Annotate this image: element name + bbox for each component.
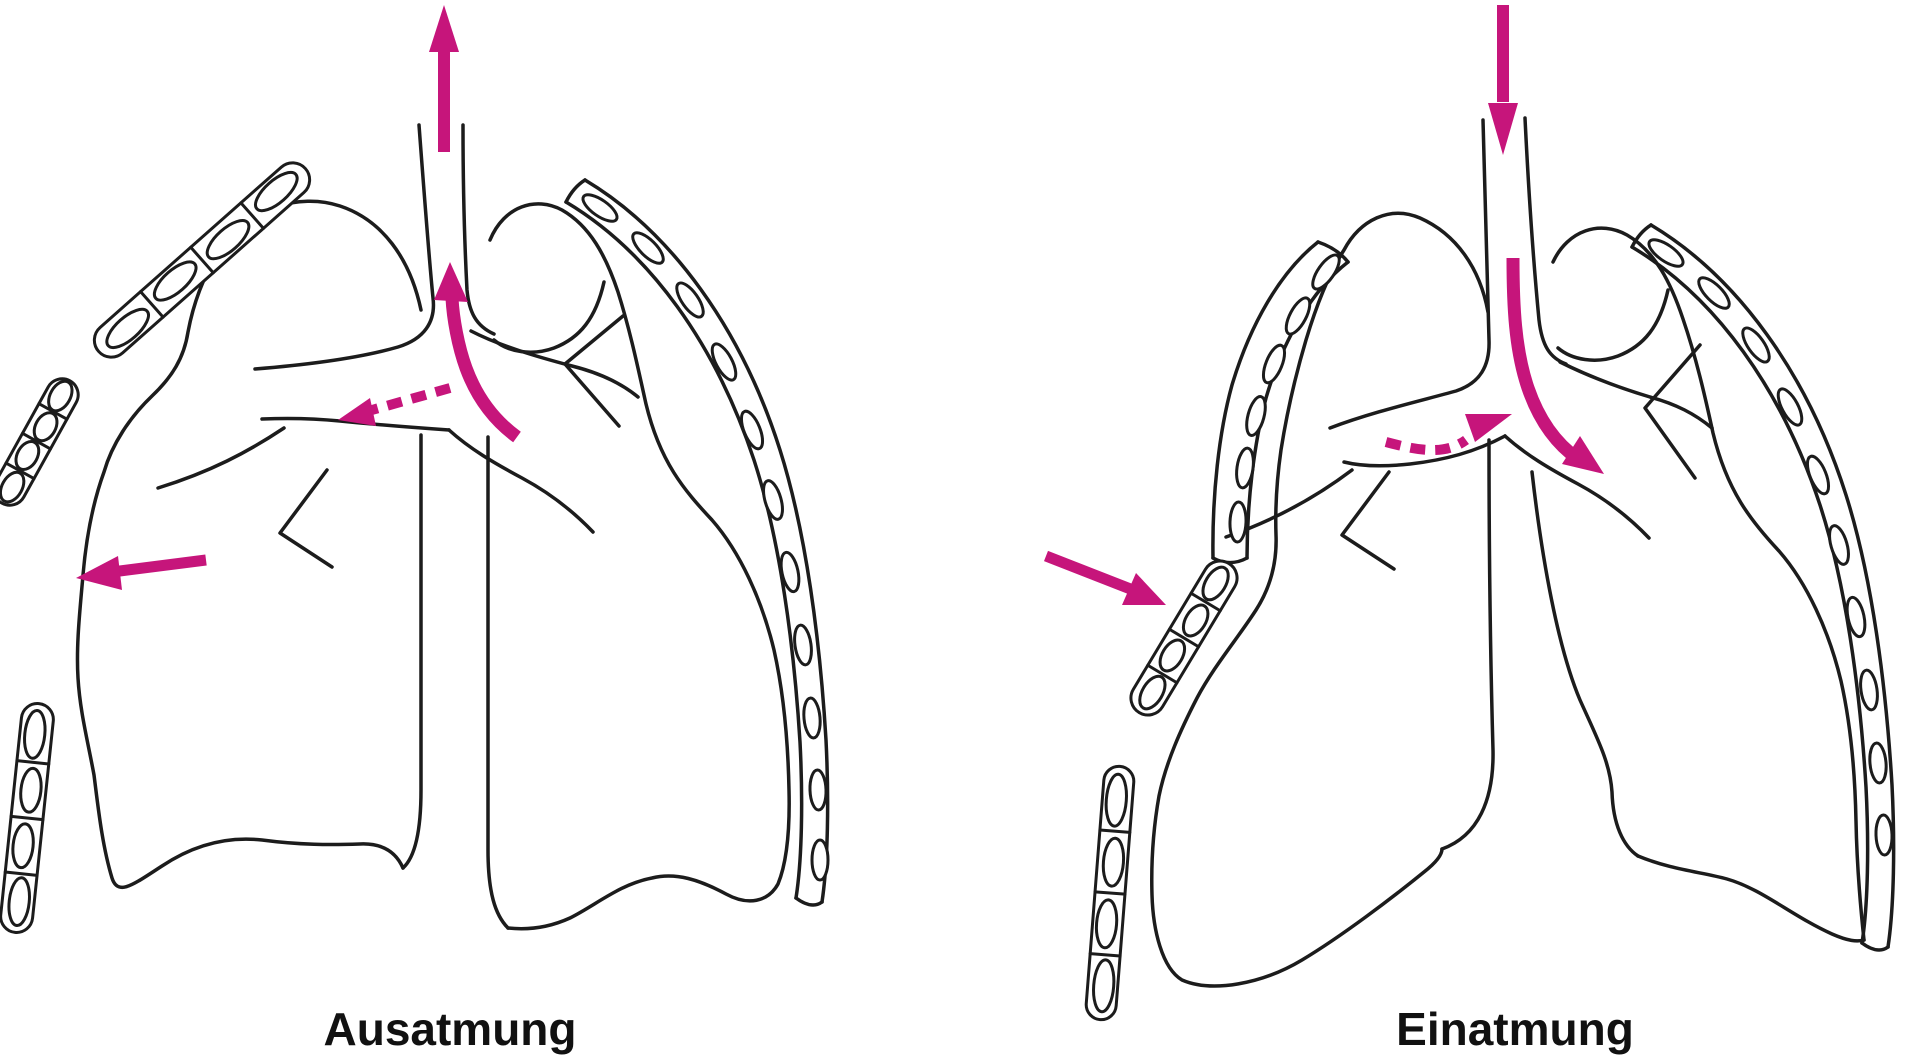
right-lung-outline bbox=[1530, 226, 1866, 943]
rib-group-upper-left bbox=[92, 161, 312, 359]
inhalation-label: Einatmung bbox=[1396, 1003, 1634, 1055]
bronchial-tree bbox=[156, 314, 640, 569]
rib-band-right bbox=[1630, 223, 1896, 952]
right-lung-outline bbox=[486, 202, 791, 931]
trachea bbox=[253, 123, 496, 371]
bronchial-tree bbox=[1224, 343, 1714, 571]
exhalation-panel: Ausatmung bbox=[0, 5, 830, 1055]
left-lung-outline bbox=[1150, 211, 1495, 988]
rib-band-upper-left bbox=[1211, 240, 1350, 565]
arrow-air-out-trachea bbox=[429, 5, 459, 152]
trachea bbox=[1328, 116, 1568, 430]
rib-band-right bbox=[564, 178, 830, 907]
arrow-flail-wall-inward bbox=[1043, 550, 1166, 605]
rib-group-middle-left bbox=[0, 377, 80, 507]
exhalation-label: Ausatmung bbox=[324, 1003, 577, 1055]
rib-flail-segment bbox=[1129, 559, 1239, 717]
arrow-pendelluft-dashed bbox=[1384, 414, 1512, 455]
arrow-trachea-to-bronchus-curved bbox=[1506, 257, 1604, 474]
arrow-bronchus-to-trachea-curved bbox=[434, 262, 521, 443]
arrow-pendelluft-dashed bbox=[338, 383, 452, 426]
inhalation-panel: Einatmung bbox=[1043, 5, 1896, 1055]
arrow-flail-wall-outward bbox=[76, 554, 207, 590]
rib-group-lower-left bbox=[1084, 764, 1136, 1022]
arrow-air-into-trachea bbox=[1488, 5, 1518, 155]
rib-group-lower-left bbox=[0, 702, 55, 934]
